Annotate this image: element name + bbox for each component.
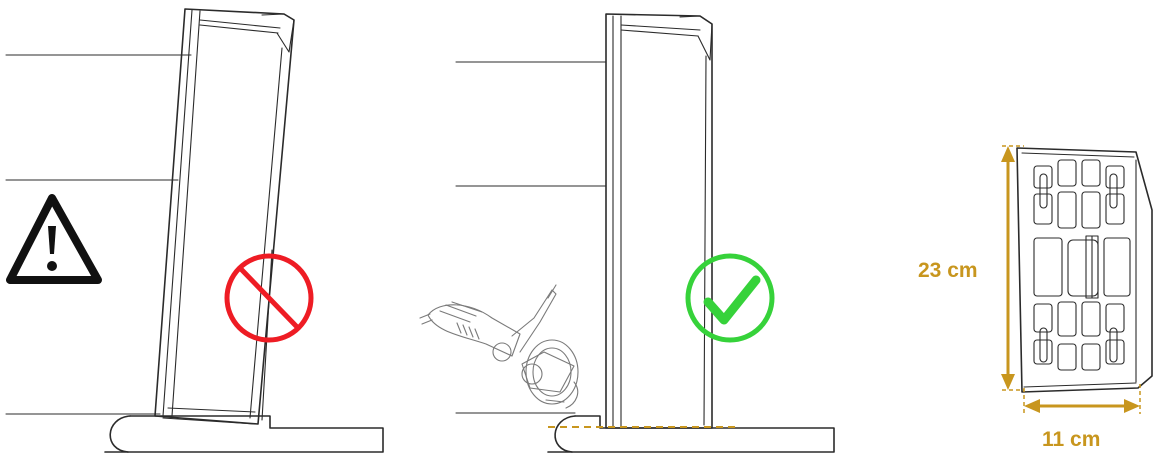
height-label: 23 cm <box>918 259 978 282</box>
panel-correct <box>419 13 835 453</box>
warning-triangle-icon <box>6 194 102 284</box>
angle-grinder-icon <box>419 284 579 409</box>
floor-slab <box>104 415 384 453</box>
no-entry-icon <box>224 253 314 343</box>
height-dimension <box>1001 145 1024 391</box>
radiator-upright <box>605 13 713 429</box>
radiator-tilted <box>154 8 295 425</box>
floor-slab-2 <box>547 415 835 453</box>
width-label: 11 cm <box>1042 428 1100 451</box>
panel-incorrect <box>5 8 384 453</box>
checkmark-icon <box>685 253 775 343</box>
panel-dimensions: 23 cm 11 cm <box>918 145 1153 451</box>
width-dimension <box>1023 384 1141 414</box>
mounting-bracket <box>1016 147 1153 393</box>
